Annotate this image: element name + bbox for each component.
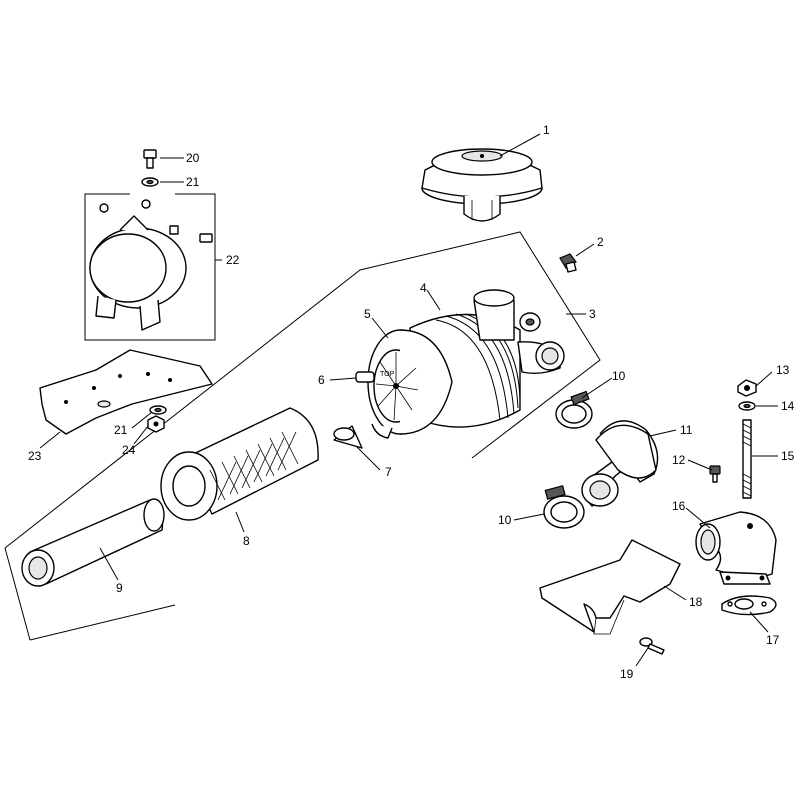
callout-5: 5 [364, 307, 371, 321]
washer-21-top [141, 177, 159, 187]
callout-3: 3 [589, 307, 596, 321]
callout-21a: 21 [186, 175, 200, 189]
callout-12: 12 [672, 453, 686, 467]
callout-17: 17 [766, 633, 780, 647]
callout-14: 14 [781, 399, 795, 413]
end-cap: TOP [367, 329, 453, 439]
callout-15: 15 [781, 449, 795, 463]
callout-10a: 10 [612, 369, 626, 383]
elbow-hose [581, 420, 659, 507]
intake-elbow [695, 511, 777, 585]
bolt-20 [143, 149, 157, 169]
callout-22: 22 [226, 253, 240, 267]
callout-9: 9 [116, 581, 123, 595]
gasket [721, 595, 777, 616]
stud-15 [742, 419, 752, 499]
callout-20: 20 [186, 151, 200, 165]
callout-8: 8 [243, 534, 250, 548]
hose-clamp-upper [555, 390, 593, 429]
callout-18: 18 [689, 595, 703, 609]
mounting-band [89, 199, 213, 331]
callout-10b: 10 [498, 513, 512, 527]
callout-19: 19 [620, 667, 634, 681]
callout-2: 2 [597, 235, 604, 249]
dust-valve [333, 425, 363, 449]
group-outline-assembly-3 [4, 231, 601, 641]
leader-lines [39, 133, 778, 667]
callouts: 1 2 3 4 5 6 7 8 9 10 10 11 12 13 14 15 1… [28, 123, 795, 681]
nut-24 [147, 415, 165, 433]
nut-13 [737, 379, 757, 397]
callout-23: 23 [28, 449, 42, 463]
callout-11: 11 [680, 423, 693, 437]
washer-21-lower [149, 405, 167, 415]
air-cleaner-cover [421, 148, 543, 222]
callout-6: 6 [318, 373, 325, 387]
callout-13: 13 [776, 363, 790, 377]
callout-7: 7 [385, 465, 392, 479]
hose-clamp-lower [543, 485, 585, 529]
screw-12 [709, 465, 721, 483]
plug [559, 253, 577, 273]
bracket [539, 539, 681, 635]
callout-4: 4 [420, 281, 427, 295]
washer-14 [738, 401, 756, 411]
callout-16: 16 [672, 499, 686, 513]
clip [355, 371, 375, 383]
mounting-bracket [39, 349, 213, 435]
group-outline-band-22 [84, 193, 216, 341]
screw-19 [639, 637, 665, 655]
callout-21b: 21 [114, 423, 128, 437]
safety-filter-element [21, 498, 165, 587]
callout-24: 24 [122, 443, 136, 457]
svg-text:TOP: TOP [380, 371, 395, 378]
primary-filter-element [160, 407, 319, 521]
callout-1: 1 [543, 123, 550, 137]
